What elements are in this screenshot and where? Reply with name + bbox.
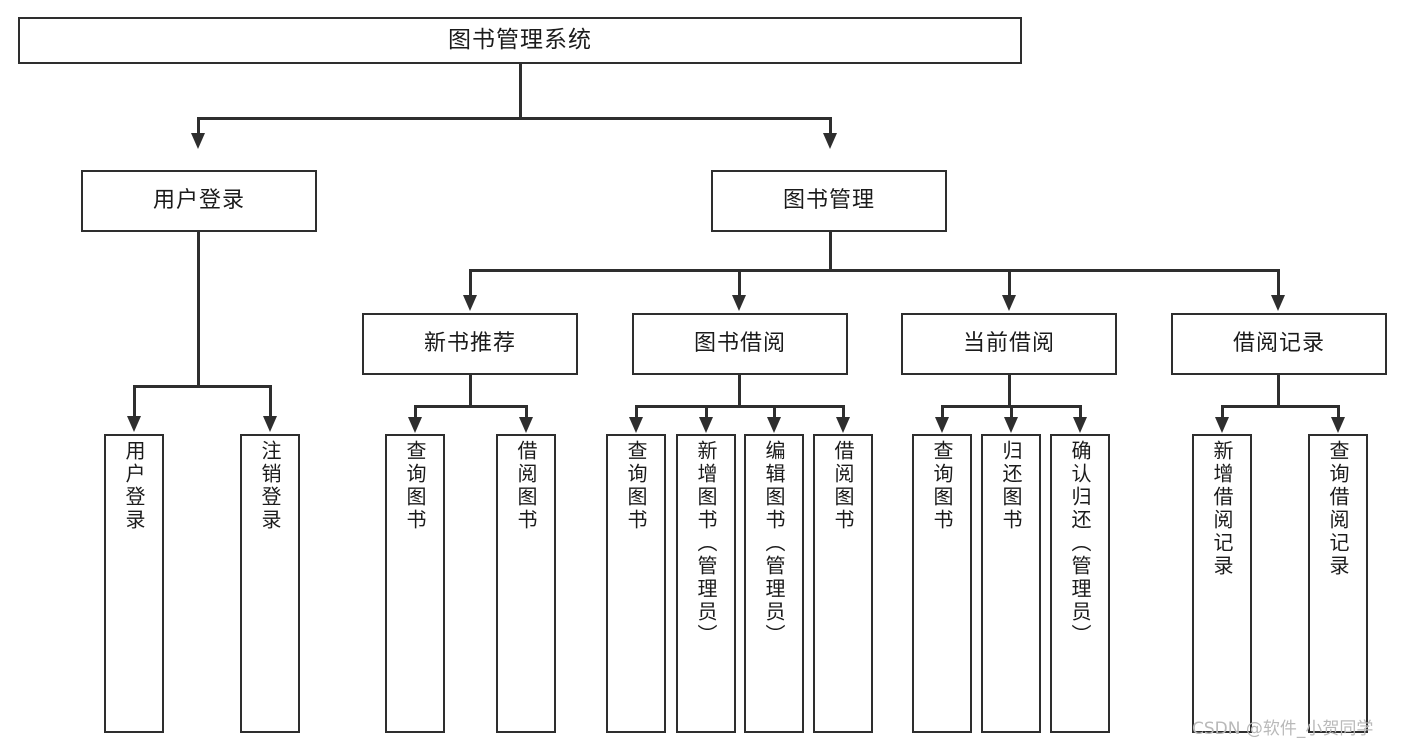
arrowhead-leaf-book-borrow-2 — [767, 417, 781, 433]
arrowhead-level3-3 — [1271, 295, 1285, 311]
leaf-new-book-borrow[interactable]: 借阅图书 — [496, 434, 556, 733]
node-label: 查询图书 — [403, 440, 427, 532]
connector-drop-leaf-book-borrow-0 — [635, 405, 638, 419]
node-label: 图书管理 — [782, 188, 875, 214]
connector-level3-bus — [469, 269, 1280, 272]
leaf-borrow-record-query[interactable]: 查询借阅记录 — [1308, 434, 1368, 733]
arrowhead-leaf-book-borrow-0 — [629, 417, 643, 433]
connector-drop-level3-3 — [1277, 269, 1280, 297]
node-label: 新增借阅记录 — [1210, 440, 1234, 578]
connector-drop-leaf-borrow-record-1 — [1337, 405, 1340, 419]
node-label: 图书管理系统 — [448, 26, 592, 53]
connector-drop-book-management — [829, 117, 832, 135]
leaf-new-book-query[interactable]: 查询图书 — [385, 434, 445, 733]
node-label: 查询图书 — [930, 440, 954, 532]
arrowhead-leaf-book-borrow-3 — [836, 417, 850, 433]
arrowhead-level3-1 — [732, 295, 746, 311]
connector-drop-leaf-current-borrow-1 — [1010, 405, 1013, 419]
node-label: 借阅图书 — [831, 440, 855, 532]
node-label: 新书推荐 — [423, 331, 516, 357]
node-label: 用户登录 — [122, 440, 146, 532]
connector-book-borrow-stem — [738, 375, 741, 407]
node-label: 借阅图书 — [514, 440, 538, 532]
arrowhead-leaf-borrow-record-1 — [1331, 417, 1345, 433]
connector-user-login-stem — [197, 232, 200, 387]
node-label: 查询图书 — [624, 440, 648, 532]
node-label: 确认归还（管理员） — [1068, 440, 1092, 647]
connector-drop-leaf-new-book-1 — [525, 405, 528, 419]
arrowhead-leaf-current-borrow-2 — [1073, 417, 1087, 433]
leaf-current-borrow-query[interactable]: 查询图书 — [912, 434, 972, 733]
node-label: 编辑图书（管理员） — [762, 440, 786, 647]
connector-drop-leaf-current-borrow-0 — [941, 405, 944, 419]
connector-book-management-stem — [829, 232, 832, 271]
leaf-book-borrow-query[interactable]: 查询图书 — [606, 434, 666, 733]
leaf-book-borrow-add[interactable]: 新增图书（管理员） — [676, 434, 736, 733]
connector-drop-leaf-current-borrow-2 — [1079, 405, 1082, 419]
connector-book-borrow-bus — [635, 405, 845, 408]
node-label: 注销登录 — [258, 440, 282, 532]
arrowhead-leaf-book-borrow-1 — [699, 417, 713, 433]
connector-drop-user-login — [197, 117, 200, 135]
arrowhead-level3-0 — [463, 295, 477, 311]
leaf-borrow-record-add[interactable]: 新增借阅记录 — [1192, 434, 1252, 733]
node-book-management[interactable]: 图书管理 — [711, 170, 947, 232]
node-label: 用户登录 — [152, 188, 245, 214]
node-label: 归还图书 — [999, 440, 1023, 532]
connector-drop-leaf-new-book-0 — [414, 405, 417, 419]
node-user-login[interactable]: 用户登录 — [81, 170, 317, 232]
node-current-borrow[interactable]: 当前借阅 — [901, 313, 1117, 375]
leaf-user-login-logout[interactable]: 注销登录 — [240, 434, 300, 733]
arrowhead-level3-2 — [1002, 295, 1016, 311]
connector-drop-leaf-user-login-0 — [133, 385, 136, 418]
node-new-book-recommend[interactable]: 新书推荐 — [362, 313, 578, 375]
connector-drop-leaf-book-borrow-1 — [705, 405, 708, 419]
connector-borrow-record-bus — [1221, 405, 1339, 408]
connector-new-book-stem — [469, 375, 472, 407]
connector-drop-leaf-book-borrow-2 — [773, 405, 776, 419]
connector-drop-leaf-borrow-record-0 — [1221, 405, 1224, 419]
connector-drop-leaf-book-borrow-3 — [842, 405, 845, 419]
arrowhead-leaf-user-login-1 — [263, 416, 277, 432]
connector-drop-leaf-user-login-1 — [269, 385, 272, 418]
connector-current-borrow-stem — [1008, 375, 1011, 407]
connector-drop-level3-0 — [469, 269, 472, 297]
node-label: 查询借阅记录 — [1326, 440, 1350, 578]
arrowhead-leaf-new-book-1 — [519, 417, 533, 433]
connector-drop-level3-2 — [1008, 269, 1011, 297]
arrowhead-leaf-new-book-0 — [408, 417, 422, 433]
node-label: 图书借阅 — [693, 331, 786, 357]
connector-new-book-bus — [414, 405, 527, 408]
leaf-book-borrow-borrow[interactable]: 借阅图书 — [813, 434, 873, 733]
node-book-borrow[interactable]: 图书借阅 — [632, 313, 848, 375]
connector-user-login-bus — [133, 385, 271, 388]
leaf-book-borrow-edit[interactable]: 编辑图书（管理员） — [744, 434, 804, 733]
arrowhead-leaf-current-borrow-1 — [1004, 417, 1018, 433]
arrowhead-leaf-current-borrow-0 — [935, 417, 949, 433]
leaf-current-borrow-confirm-return[interactable]: 确认归还（管理员） — [1050, 434, 1110, 733]
arrowhead-book-management — [823, 133, 837, 149]
node-borrow-record[interactable]: 借阅记录 — [1171, 313, 1387, 375]
arrowhead-leaf-user-login-0 — [127, 416, 141, 432]
node-root-book-management-system[interactable]: 图书管理系统 — [18, 17, 1022, 64]
leaf-current-borrow-return[interactable]: 归还图书 — [981, 434, 1041, 733]
connector-root-stem — [519, 64, 522, 118]
node-label: 当前借阅 — [962, 331, 1055, 357]
connector-drop-level3-1 — [738, 269, 741, 297]
node-label: 借阅记录 — [1232, 331, 1325, 357]
node-label: 新增图书（管理员） — [694, 440, 718, 647]
arrowhead-leaf-borrow-record-0 — [1215, 417, 1229, 433]
connector-level2-bus — [197, 117, 831, 120]
arrowhead-user-login — [191, 133, 205, 149]
leaf-user-login-login[interactable]: 用户登录 — [104, 434, 164, 733]
connector-borrow-record-stem — [1277, 375, 1280, 407]
